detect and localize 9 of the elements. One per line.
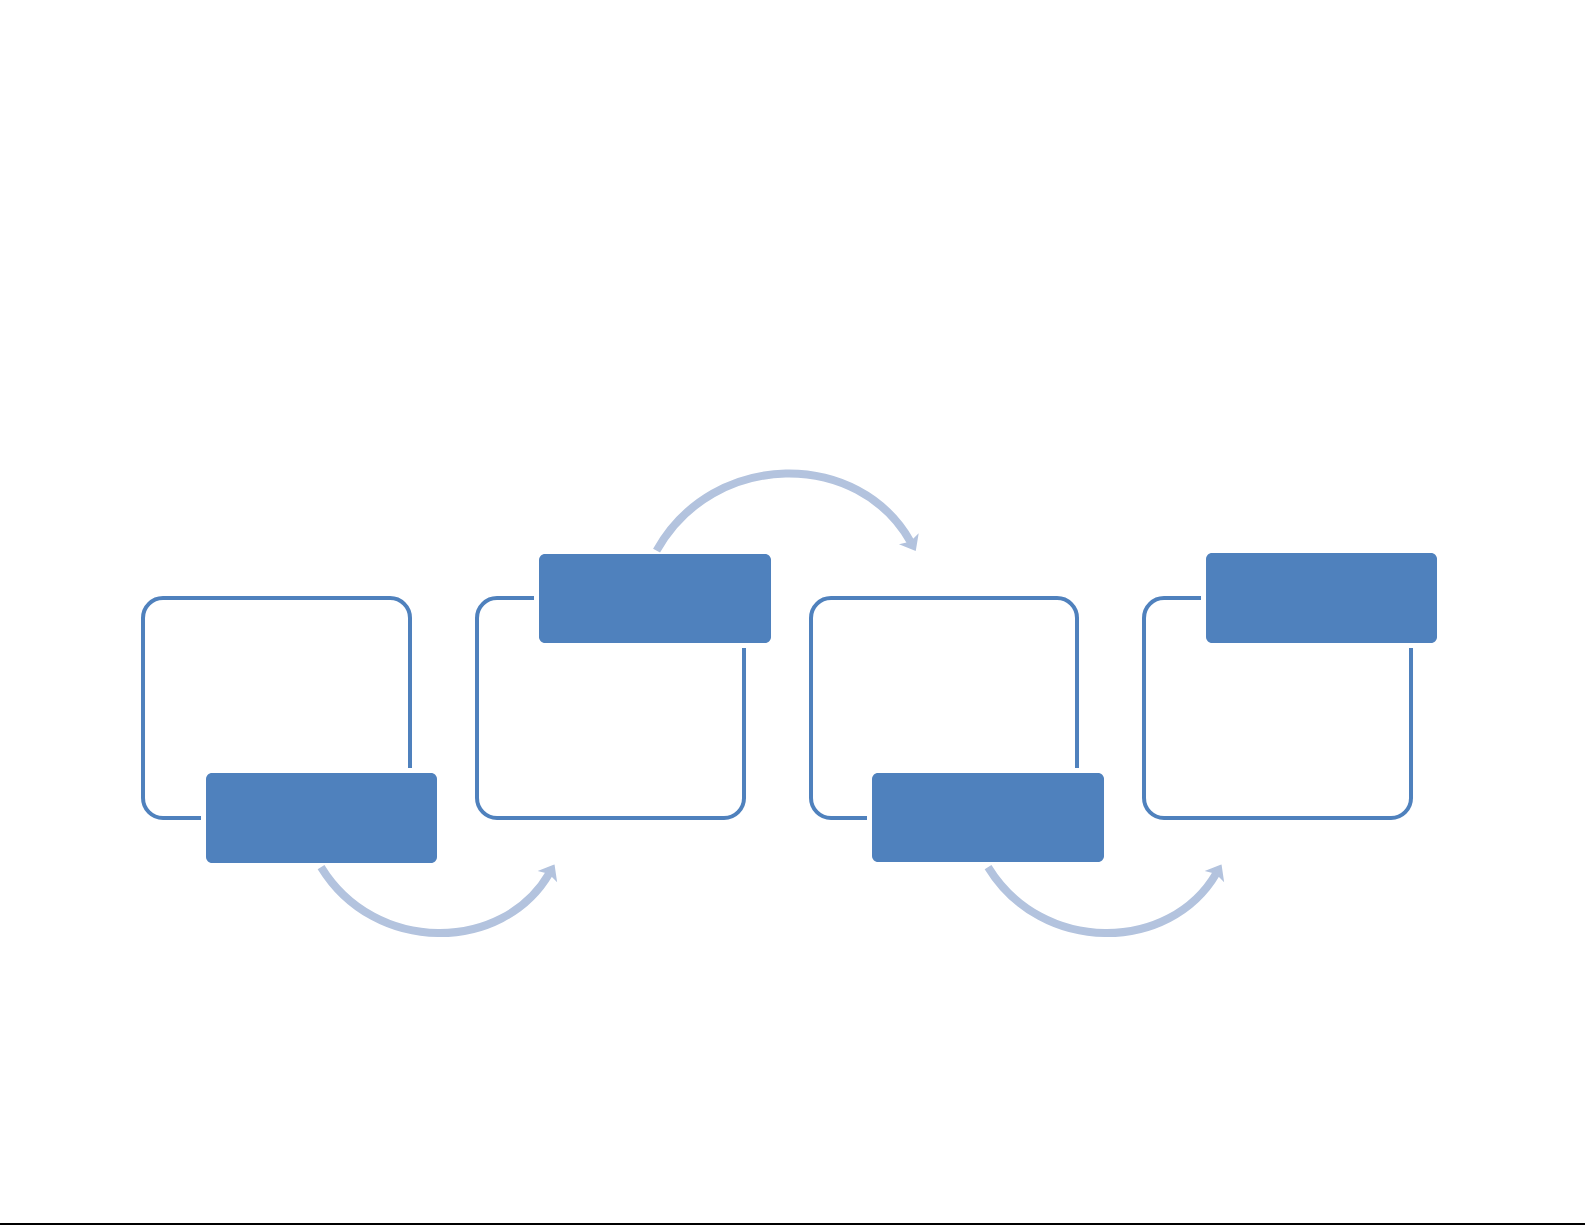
rounded-frame bbox=[809, 596, 1079, 820]
rounded-frame bbox=[141, 596, 412, 820]
header-box bbox=[872, 773, 1104, 862]
curved-arrow bbox=[653, 469, 919, 553]
header-box bbox=[539, 554, 771, 643]
rounded-frame bbox=[1142, 596, 1413, 820]
rounded-frame bbox=[475, 596, 746, 820]
header-box bbox=[206, 773, 437, 863]
header-box bbox=[1206, 553, 1437, 643]
